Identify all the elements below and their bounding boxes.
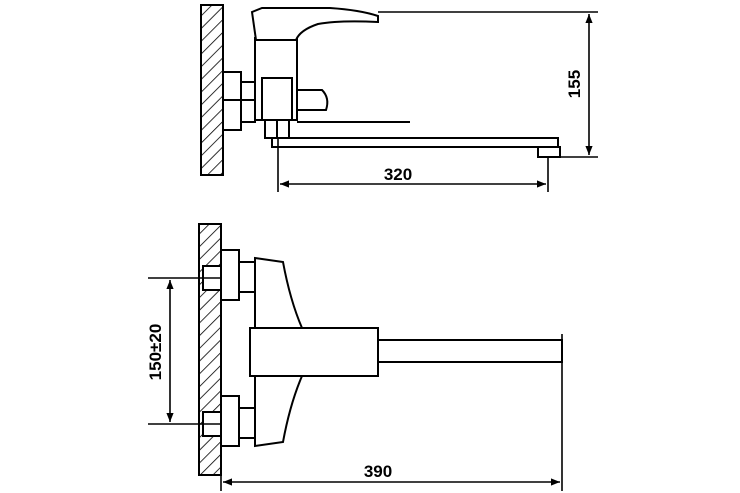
dimension-155 [378, 11, 598, 158]
dim-label-320: 320 [384, 165, 412, 184]
lower-nut [238, 407, 256, 439]
dimension-390 [220, 334, 563, 491]
dim-label-390: 390 [364, 462, 392, 481]
wall-bottom [198, 223, 222, 476]
dim-label-150: 150±20 [146, 324, 165, 381]
lever-handle-top [250, 7, 379, 41]
spout-bottom [377, 339, 563, 363]
mixer-connector-top [261, 77, 293, 121]
lower-flange [220, 395, 240, 447]
diverter-knob-top [296, 89, 329, 111]
spout-aerator-top [537, 146, 561, 158]
eccentric-nut-top [240, 81, 256, 123]
dim-label-155: 155 [565, 70, 584, 98]
wall-top [200, 4, 224, 176]
bottom-view [198, 223, 563, 476]
upper-flange [220, 249, 240, 301]
top-view [200, 4, 561, 176]
dimension-150 [148, 277, 222, 425]
central-block [249, 327, 379, 377]
dimension-320 [277, 138, 549, 192]
spout-top [271, 137, 559, 148]
upper-nut [238, 261, 256, 293]
